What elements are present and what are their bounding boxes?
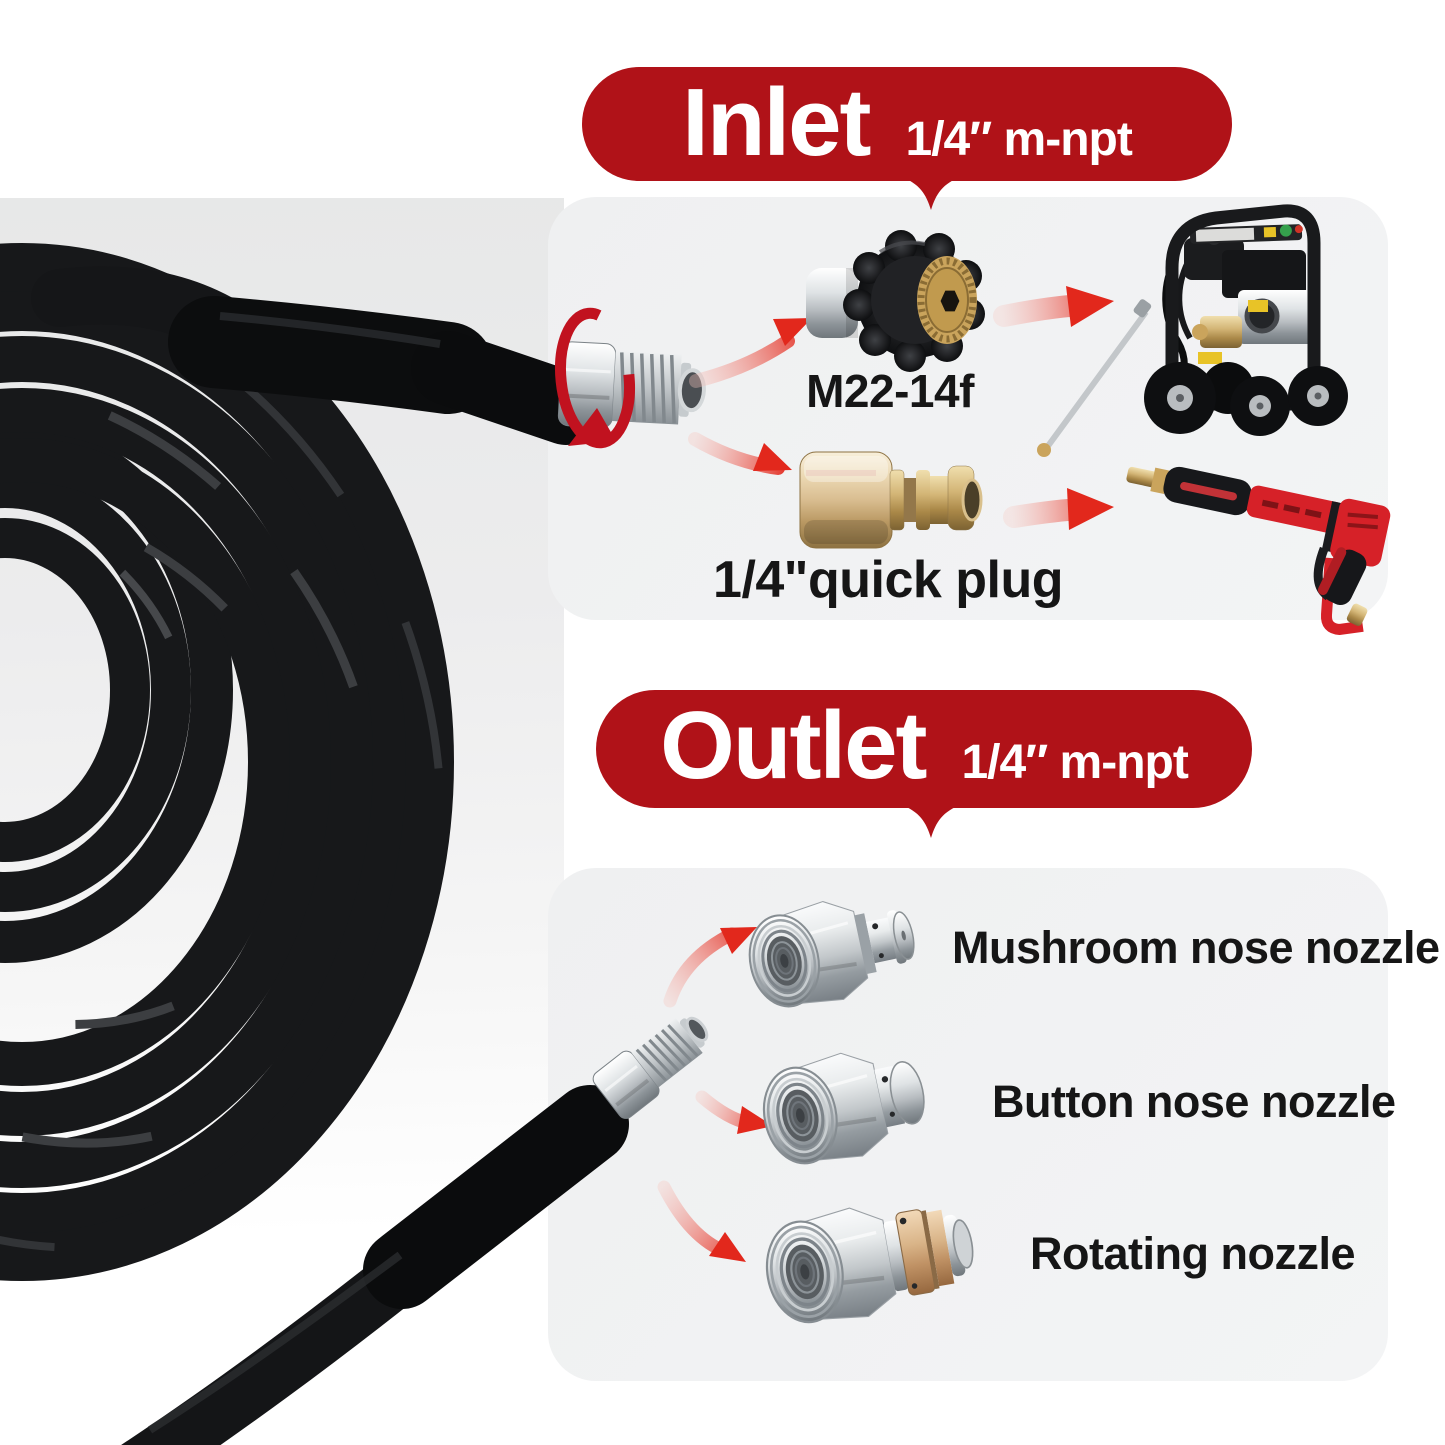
- inlet-hose-end: [31, 266, 706, 449]
- arrow-to-rotating-nozzle-icon: [657, 1180, 746, 1262]
- m22-connector-illustration: [806, 230, 985, 372]
- button-nozzle-label: Button nose nozzle: [992, 1076, 1396, 1127]
- arrow-to-m22-icon: [689, 318, 812, 388]
- mushroom-nozzle-illustration: [748, 901, 915, 1008]
- rotating-nozzle-illustration: [765, 1207, 974, 1324]
- arrow-to-mushroom-nozzle-icon: [663, 927, 757, 1008]
- m22-connector-label: M22-14f: [806, 365, 974, 417]
- inlet-banner: Inlet 1/4″ m-npt: [582, 67, 1232, 181]
- hose-coil: [0, 243, 454, 1281]
- outlet-banner-tail: [900, 804, 962, 838]
- quick-plug-illustration: [799, 451, 983, 549]
- machine-wheels: [1144, 362, 1348, 436]
- inlet-banner-tail: [900, 176, 962, 210]
- outlet-banner: Outlet 1/4″ m-npt: [596, 690, 1252, 808]
- arrow-to-button-nozzle-icon: [695, 1090, 773, 1134]
- outlet-section-panel: [548, 868, 1388, 1381]
- arrow-to-spray-gun-icon: [1003, 488, 1114, 530]
- arrow-to-pressure-washer-icon: [993, 286, 1114, 327]
- machine-lance: [1045, 310, 1149, 448]
- outlet-banner-spec: 1/4″ m-npt: [961, 736, 1188, 789]
- outlet-hose-fitting: [592, 1016, 709, 1119]
- rotating-nozzle-label: Rotating nozzle: [1030, 1228, 1355, 1279]
- inlet-banner-spec: 1/4″ m-npt: [905, 113, 1133, 166]
- outlet-banner-title: Outlet: [660, 692, 927, 799]
- mushroom-nozzle-label: Mushroom nose nozzle: [952, 922, 1440, 973]
- button-nozzle-illustration: [762, 1052, 925, 1165]
- arrow-to-quick-plug-icon: [688, 432, 792, 475]
- quick-plug-label: 1/4"quick plug: [713, 551, 1063, 609]
- outlet-hose-end: [121, 1016, 709, 1445]
- inlet-hose-fitting: [557, 341, 706, 429]
- inlet-banner-title: Inlet: [682, 69, 871, 176]
- spray-gun-illustration: [1126, 466, 1391, 636]
- rotation-arrow-icon: [555, 307, 635, 449]
- pressure-washer-illustration: [1037, 204, 1348, 457]
